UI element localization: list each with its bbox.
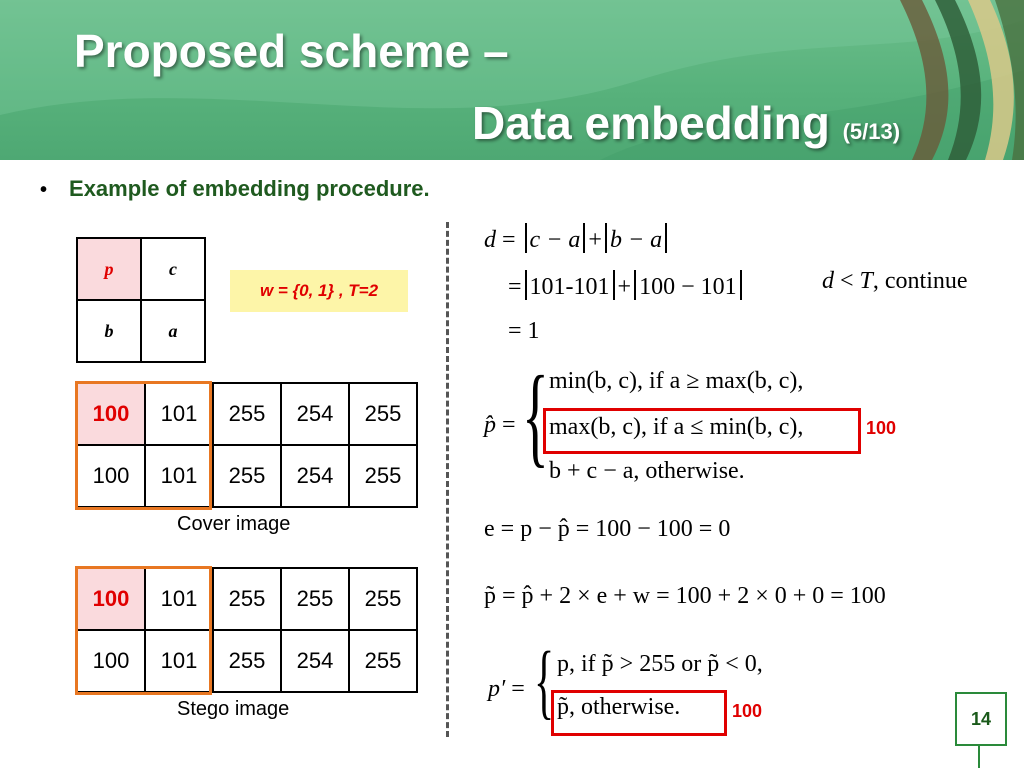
- d-definition: d = c − a + b − a: [484, 223, 670, 254]
- phat-case-1: min(b, c), if a ≥ max(b, c),: [549, 368, 804, 394]
- pprime-result-annotation: 100: [732, 701, 763, 721]
- pprime-symbol: p′: [488, 676, 506, 702]
- pprime-lhs: p′ =: [488, 676, 525, 703]
- dashed-divider: [446, 222, 449, 737]
- pixel-label-table: p c b a: [76, 237, 206, 363]
- stego-cell: 255: [348, 629, 418, 693]
- title-line-2: Data embedding (5/13): [472, 96, 900, 150]
- phat-case-3: b + c − a, otherwise.: [549, 458, 745, 484]
- eq-sign: =: [511, 676, 525, 702]
- stego-cell: 100: [76, 629, 146, 693]
- stego-cell: 101: [144, 567, 214, 631]
- stego-caption: Stego image: [177, 698, 290, 720]
- cond-d: d: [822, 268, 834, 294]
- cover-image-table: 100 101 255 254 255 100 101 255 254 255: [76, 382, 418, 508]
- eq-sign: =: [508, 274, 522, 300]
- d-symbol: d: [484, 227, 496, 253]
- title-line-1: Proposed scheme –: [74, 25, 509, 77]
- phat-result-annotation: 100: [866, 418, 897, 438]
- pprime-case-2: p̃, otherwise.: [557, 694, 681, 720]
- stego-cell: 255: [212, 629, 282, 693]
- label-b: b: [76, 299, 142, 363]
- bullet-item: • Example of embedding procedure.: [40, 176, 430, 202]
- label-p: p: [76, 237, 142, 301]
- phat-symbol: p̂: [484, 412, 496, 438]
- stego-cell: 255: [280, 567, 350, 631]
- cover-cell: 100: [76, 382, 146, 446]
- header-decoration: [0, 0, 1024, 160]
- parameter-box: w = {0, 1} , T=2: [230, 270, 408, 312]
- d-substitution: = 101-101 +100 − 101: [508, 270, 745, 301]
- cover-cell: 100: [76, 444, 146, 508]
- stego-cell: 255: [212, 567, 282, 631]
- d-condition: d < T, continue: [822, 268, 968, 295]
- c-minus-a: c − a: [529, 227, 581, 253]
- cond-lt: <: [834, 268, 860, 294]
- eq-sign: =: [502, 412, 516, 438]
- stego-block-highlight: [75, 566, 212, 695]
- phat-selected-case-highlight: [543, 408, 861, 454]
- e-equation: e = p − p̂ = 100 − 100 = 0: [484, 516, 731, 542]
- cover-cell: 255: [348, 444, 418, 508]
- cover-cell: 101: [144, 444, 214, 508]
- label-a: a: [140, 299, 206, 363]
- title-page-fraction: (5/13): [842, 119, 901, 144]
- cond-text: , continue: [872, 268, 968, 294]
- pprime-case-1: p, if p̃ > 255 or p̃ < 0,: [557, 651, 763, 677]
- header-banner: Proposed scheme – Data embedding (5/13): [0, 0, 1024, 160]
- stego-cell: 254: [280, 629, 350, 693]
- stego-cell: 255: [348, 567, 418, 631]
- d-value-1: 101-101: [529, 274, 610, 300]
- cover-caption: Cover image: [177, 513, 291, 535]
- d-result: = 1: [508, 318, 540, 344]
- cover-cell: 254: [280, 444, 350, 508]
- label-c: c: [140, 237, 206, 301]
- bullet-text: Example of embedding procedure.: [69, 176, 430, 201]
- cond-T: T: [859, 268, 873, 294]
- page-number: 14: [955, 692, 1007, 746]
- bullet-dot-icon: •: [40, 179, 48, 201]
- d-value-2: 100 − 101: [639, 274, 737, 300]
- stego-cell: 100: [76, 567, 146, 631]
- phat-case-2: max(b, c), if a ≤ min(b, c),: [549, 414, 804, 440]
- plus-sign: +: [617, 274, 632, 300]
- eq-sign: =: [502, 227, 516, 253]
- pprime-brace: {: [534, 635, 555, 728]
- b-minus-a: b − a: [609, 227, 663, 253]
- phat-lhs: p̂ =: [484, 412, 516, 439]
- cover-block-highlight: [75, 381, 212, 510]
- stego-cell: 101: [144, 629, 214, 693]
- cover-cell: 255: [212, 444, 282, 508]
- stego-image-table: 100 101 255 255 255 100 101 255 254 255: [76, 567, 418, 693]
- title-main: Data embedding: [472, 97, 830, 149]
- cover-cell: 101: [144, 382, 214, 446]
- page-number-stem: [978, 744, 980, 768]
- plus-sign: +: [588, 227, 602, 253]
- cover-cell: 255: [212, 382, 282, 446]
- cover-cell: 254: [280, 382, 350, 446]
- cover-cell: 255: [348, 382, 418, 446]
- pprime-selected-case-highlight: [551, 690, 727, 736]
- ptilde-equation: p̃ = p̂ + 2 × e + w = 100 + 2 × 0 + 0 = …: [484, 583, 886, 609]
